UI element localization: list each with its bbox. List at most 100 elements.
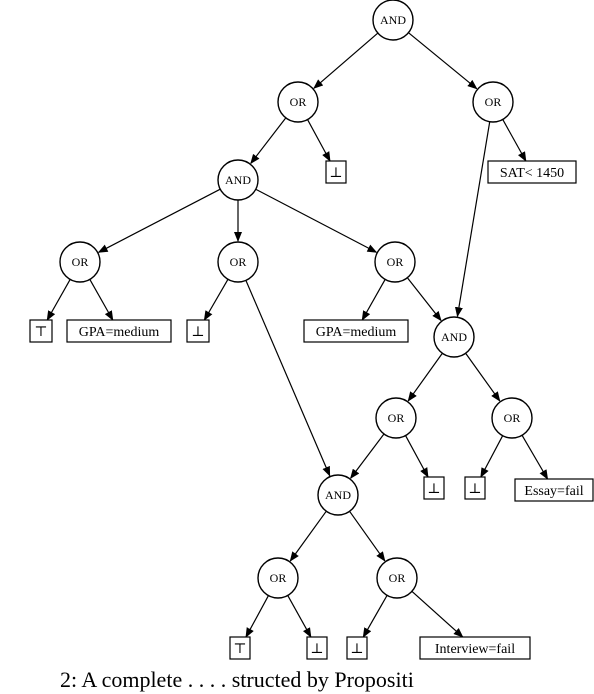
edge-n14-n15 bbox=[407, 352, 443, 402]
operator-node-n14: AND bbox=[433, 316, 475, 358]
leaf-box bbox=[229, 636, 251, 660]
operator-node-n3: OR bbox=[472, 81, 514, 123]
edge-n22-n26 bbox=[411, 590, 464, 638]
edge-n16-n20 bbox=[521, 434, 549, 480]
node-circle bbox=[433, 316, 475, 358]
leaf-label: GPA=medium bbox=[316, 325, 397, 340]
node-circle bbox=[472, 81, 514, 123]
node-circle bbox=[374, 241, 416, 283]
edge-n1-n3 bbox=[408, 32, 478, 90]
leaf-box bbox=[346, 636, 368, 660]
node-label: OR bbox=[270, 571, 287, 585]
leaf-box bbox=[29, 319, 53, 343]
node-label: OR bbox=[504, 411, 521, 425]
leaf-label: ⊥ bbox=[427, 482, 440, 497]
edge-n7-n10 bbox=[46, 279, 71, 321]
node-circle bbox=[257, 557, 299, 599]
operator-node-n22: OR bbox=[376, 557, 418, 599]
node-label: AND bbox=[225, 173, 251, 187]
edge-n15-n18 bbox=[405, 435, 429, 478]
node-label: OR bbox=[389, 571, 406, 585]
leaf-node-n10: ⊤ bbox=[29, 319, 53, 343]
leaf-box bbox=[303, 319, 409, 343]
leaf-label: Interview=fail bbox=[435, 642, 515, 657]
edge-n1-n2 bbox=[313, 32, 379, 89]
leaf-node-n13: GPA=medium bbox=[303, 319, 409, 343]
leaf-label: ⊤ bbox=[34, 325, 47, 340]
operator-node-n9: OR bbox=[374, 241, 416, 283]
edge-n2-n5 bbox=[307, 119, 331, 162]
leaf-label: ⊥ bbox=[310, 642, 323, 657]
operator-node-n8: OR bbox=[217, 241, 259, 283]
leaf-label: Essay=fail bbox=[524, 484, 583, 499]
edges-layer bbox=[46, 32, 549, 638]
leaf-label: ⊥ bbox=[191, 325, 204, 340]
leaf-box bbox=[186, 319, 210, 343]
operator-node-n2: OR bbox=[277, 81, 319, 123]
operator-node-n17: AND bbox=[317, 474, 359, 516]
operator-node-n21: OR bbox=[257, 557, 299, 599]
operator-node-n1: AND bbox=[372, 0, 414, 41]
node-label: OR bbox=[230, 255, 247, 269]
node-label: OR bbox=[388, 411, 405, 425]
node-circle bbox=[491, 397, 533, 439]
leaf-box bbox=[514, 478, 594, 502]
leaf-node-n11: GPA=medium bbox=[66, 319, 172, 343]
leaf-node-n23: ⊤ bbox=[229, 636, 251, 660]
edge-n17-n22 bbox=[349, 510, 386, 562]
edge-n4-n7 bbox=[97, 188, 221, 253]
edge-n9-n13 bbox=[361, 279, 386, 321]
leaf-label: SAT< 1450 bbox=[500, 166, 564, 181]
node-circle bbox=[372, 0, 414, 41]
edge-n8-n12 bbox=[203, 279, 229, 321]
operator-node-n4: AND bbox=[217, 159, 259, 201]
edge-n2-n4 bbox=[250, 117, 287, 165]
node-label: OR bbox=[72, 255, 89, 269]
edge-n3-n6 bbox=[502, 119, 527, 162]
edge-n22-n25 bbox=[362, 595, 388, 638]
leaf-label: GPA=medium bbox=[79, 325, 160, 340]
node-label: AND bbox=[441, 330, 467, 344]
node-label: OR bbox=[290, 95, 307, 109]
edge-n14-n16 bbox=[465, 352, 501, 402]
edge-n21-n24 bbox=[287, 595, 312, 638]
leaf-label: ⊤ bbox=[233, 642, 246, 657]
operator-node-n15: OR bbox=[375, 397, 417, 439]
leaf-box bbox=[325, 160, 347, 184]
leaf-node-n6: SAT< 1450 bbox=[487, 160, 577, 184]
node-circle bbox=[217, 241, 259, 283]
node-circle bbox=[375, 397, 417, 439]
edge-n21-n23 bbox=[245, 595, 269, 638]
operator-node-n7: OR bbox=[59, 241, 101, 283]
node-circle bbox=[277, 81, 319, 123]
leaf-box bbox=[423, 476, 445, 500]
operator-node-n16: OR bbox=[491, 397, 533, 439]
edge-n15-n17 bbox=[350, 433, 385, 480]
node-label: AND bbox=[380, 13, 406, 27]
node-label: AND bbox=[325, 488, 351, 502]
leaf-node-n24: ⊥ bbox=[306, 636, 328, 660]
node-circle bbox=[217, 159, 259, 201]
node-circle bbox=[317, 474, 359, 516]
edge-n7-n11 bbox=[89, 279, 114, 321]
leaf-label: ⊥ bbox=[468, 482, 481, 497]
edge-n8-n17 bbox=[245, 280, 331, 477]
node-circle bbox=[59, 241, 101, 283]
leaf-box bbox=[464, 476, 486, 500]
leaf-label: ⊥ bbox=[350, 642, 363, 657]
figure-caption: 2: A complete . . . . structed by Propos… bbox=[60, 667, 414, 692]
leaf-node-n20: Essay=fail bbox=[514, 478, 594, 502]
leaf-box bbox=[419, 636, 531, 660]
leaf-box bbox=[487, 160, 577, 184]
leaf-box bbox=[306, 636, 328, 660]
edge-n9-n14 bbox=[406, 277, 442, 322]
node-label: OR bbox=[387, 255, 404, 269]
edge-n3-n14 bbox=[454, 121, 491, 318]
edge-n17-n21 bbox=[289, 510, 327, 562]
leaf-node-n5: ⊥ bbox=[325, 160, 347, 184]
leaf-label: ⊥ bbox=[329, 166, 342, 181]
edge-n4-n9 bbox=[255, 188, 378, 253]
leaf-box bbox=[66, 319, 172, 343]
leaf-node-n25: ⊥ bbox=[346, 636, 368, 660]
